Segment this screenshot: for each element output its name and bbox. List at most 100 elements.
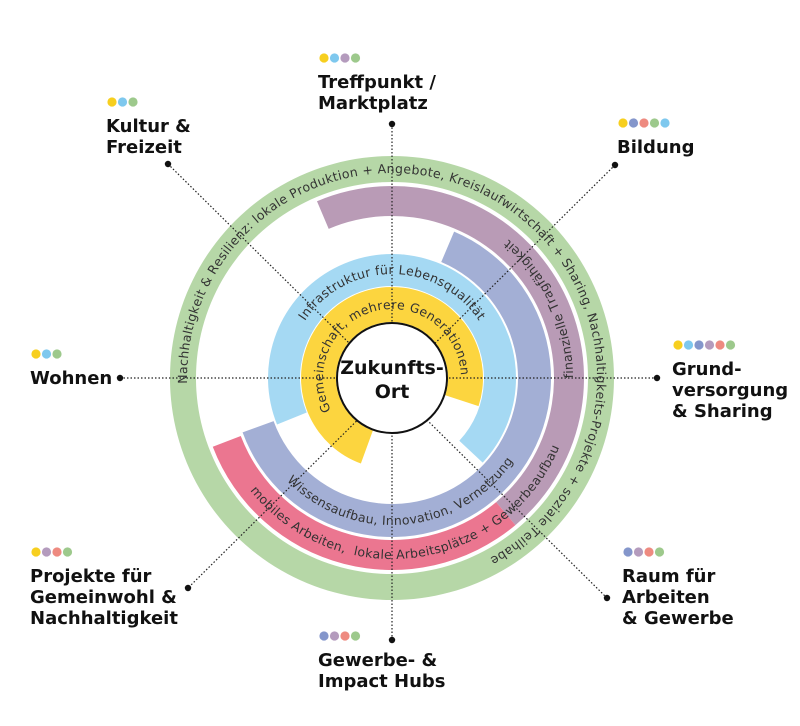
connector-dot [603, 594, 611, 602]
ring-char: i [182, 320, 197, 327]
ring-char: j [583, 438, 599, 447]
ring-char: i [573, 283, 588, 293]
ring-char: l [593, 362, 608, 366]
ring-char: n [386, 513, 394, 528]
ring-char: t [592, 403, 608, 410]
dot-salmon [639, 118, 649, 128]
center-title: Zukunfts- Ort [340, 357, 444, 403]
label-text-gewerbe-hubs: Gewerbe- &Impact Hubs [318, 650, 446, 692]
connector-dot [164, 160, 172, 168]
label-line: Gewerbe- & [318, 650, 437, 671]
dot-green [62, 547, 73, 557]
dot-indigo [319, 631, 329, 641]
ring-char: v [408, 511, 418, 527]
dot-green [725, 340, 736, 350]
label-line: Bildung [617, 137, 694, 158]
ring-char: i [508, 200, 520, 214]
ring-char: l [380, 547, 384, 562]
label-line: & Gewerbe [622, 608, 734, 629]
ring-char: i [594, 371, 609, 375]
connector-dot [611, 161, 619, 169]
dot-salmon [52, 547, 62, 557]
center-title-line1: Zukunfts- [340, 357, 444, 379]
dot-yellow [319, 53, 329, 63]
dot-blue [117, 97, 128, 107]
ring-char: h [176, 350, 192, 360]
ring-char: e [313, 393, 330, 405]
ring-char: i [336, 167, 343, 182]
indicator-dots [31, 349, 62, 359]
ring-char: b [413, 264, 424, 280]
label-text-bildung: Bildung [617, 137, 694, 158]
ring-char: , [581, 302, 596, 311]
ring-char: L [398, 262, 406, 278]
ring-char: e [382, 297, 391, 313]
ring-char: g [395, 161, 403, 176]
ring-char: a [372, 546, 381, 562]
ring-char: o [401, 512, 410, 528]
ring-char: k [594, 384, 609, 393]
label-grundversorgung: Grund-versorgung& Sharing [672, 340, 788, 422]
ring-char: n [312, 360, 328, 371]
label-line: & Sharing [672, 401, 773, 422]
connector-line [187, 164, 616, 589]
ring-char: n [394, 513, 403, 528]
label-gewerbe-hubs: Gewerbe- &Impact Hubs [318, 631, 446, 692]
ring-char: h [177, 341, 193, 351]
ring-char: e [593, 391, 609, 400]
label-line: Grund- [672, 359, 742, 380]
ring-char: a [178, 333, 194, 343]
connector-dot [184, 584, 192, 592]
label-line: Projekte für [30, 566, 152, 587]
ring-char: e [554, 327, 571, 339]
connector-dot [388, 636, 396, 644]
center-title-line2: Ort [375, 381, 410, 403]
dot-salmon [715, 340, 725, 350]
ring-char: s [591, 408, 607, 417]
ring-char: t [428, 542, 436, 558]
ring-char: h [367, 299, 379, 316]
label-bildung: Bildung [617, 118, 694, 158]
ring-char: o [340, 166, 351, 182]
dot-yellow [107, 97, 117, 107]
ring-char: f [344, 506, 353, 522]
ring-char: e [396, 297, 406, 313]
ring-char: t [181, 323, 197, 331]
ring-char: r [404, 546, 411, 561]
ring-bands [169, 156, 614, 600]
indicator-dots [319, 631, 361, 641]
ring-char: n [560, 362, 575, 371]
ring-finance [316, 185, 585, 526]
ring-char: f [561, 373, 576, 378]
ring-char: i [316, 532, 325, 547]
ring-char: a [357, 509, 368, 525]
indicator-dots [31, 547, 73, 557]
dot-indigo [623, 547, 633, 557]
ring-char: o [585, 432, 602, 444]
dot-blue [660, 118, 670, 128]
ring-char: r [587, 427, 603, 437]
ring-char: A [396, 547, 406, 562]
ring-char: + [361, 162, 373, 178]
ring-char: I [382, 513, 387, 528]
ring-char: o [356, 544, 366, 560]
dot-green [128, 97, 138, 107]
ring-infrastructure [268, 253, 517, 463]
ring-char: ü [379, 262, 388, 278]
ring-char: G [408, 299, 422, 316]
ring-char: g [183, 311, 200, 323]
ring-char: u [355, 266, 367, 283]
ring-char: i [311, 369, 326, 374]
ring-char: N [584, 311, 601, 324]
ring-char: I [295, 311, 309, 322]
ring-char: t [331, 168, 340, 184]
dot-indigo [628, 118, 639, 128]
ring-char: A [377, 161, 387, 176]
label-kultur: Kultur &Freizeit [106, 97, 191, 158]
